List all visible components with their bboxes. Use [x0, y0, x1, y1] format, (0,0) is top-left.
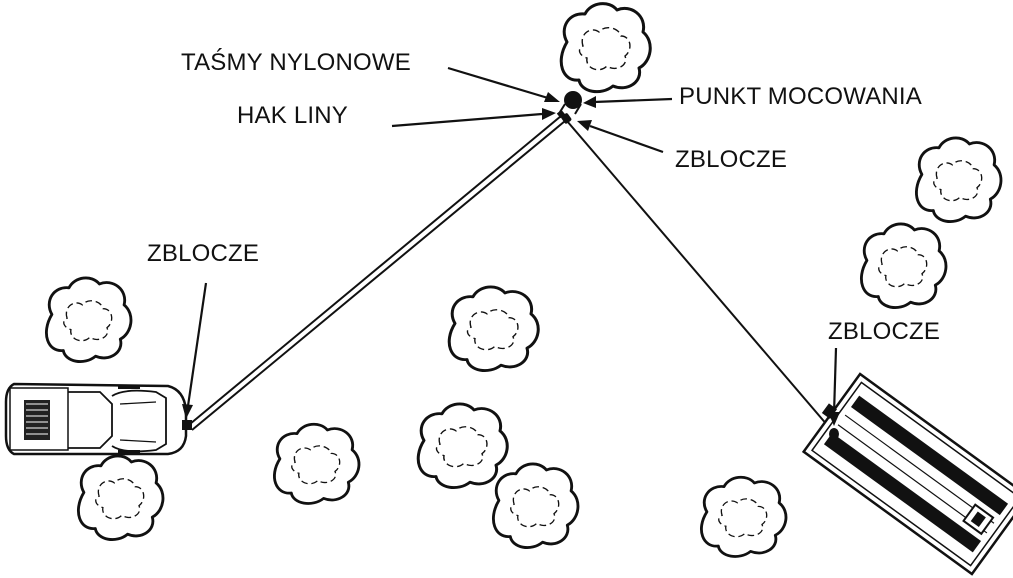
bush-top — [559, 2, 652, 94]
snatch-block-vehicle — [829, 428, 839, 440]
arrow-anchor-point — [583, 96, 673, 108]
label-anchor-point: PUNKT MOCOWANIA — [679, 83, 923, 110]
bush-right-upper — [914, 136, 1003, 224]
label-line-hook: HAK LINY — [237, 102, 348, 129]
label-snatch-block-pulling-vehicle: ZBLOCZE — [147, 240, 260, 267]
winch-cable-right — [566, 120, 835, 434]
arrow-line-hook — [391, 108, 556, 128]
arrow-nylon-straps — [447, 66, 560, 102]
bush-bottom-right — [699, 475, 788, 558]
label-snatch-block-stuck-vehicle: ZBLOCZE — [828, 318, 941, 345]
anchor-point — [564, 91, 582, 109]
bush-center — [447, 285, 540, 373]
arrow-snatch-block-top — [577, 120, 664, 154]
label-nylon-straps: TAŚMY NYLONOWE — [181, 49, 411, 76]
arrow-snatch-block-left — [182, 282, 208, 419]
bush-left-upper — [44, 276, 133, 364]
label-snatch-block-anchor: ZBLOCZE — [675, 146, 788, 173]
snatch-block-anchor — [561, 113, 572, 124]
stuck-vehicle — [801, 372, 1013, 576]
bush-left-lower — [76, 454, 165, 542]
bush-lower-center-left — [272, 422, 361, 505]
arrow-snatch-block-right — [828, 347, 840, 426]
pulling-vehicle — [4, 382, 192, 456]
winch-cable-left — [189, 115, 566, 431]
bush-right-middle — [859, 222, 948, 310]
bush-lower-center — [416, 402, 509, 490]
bush-lower-center-right — [491, 462, 580, 550]
